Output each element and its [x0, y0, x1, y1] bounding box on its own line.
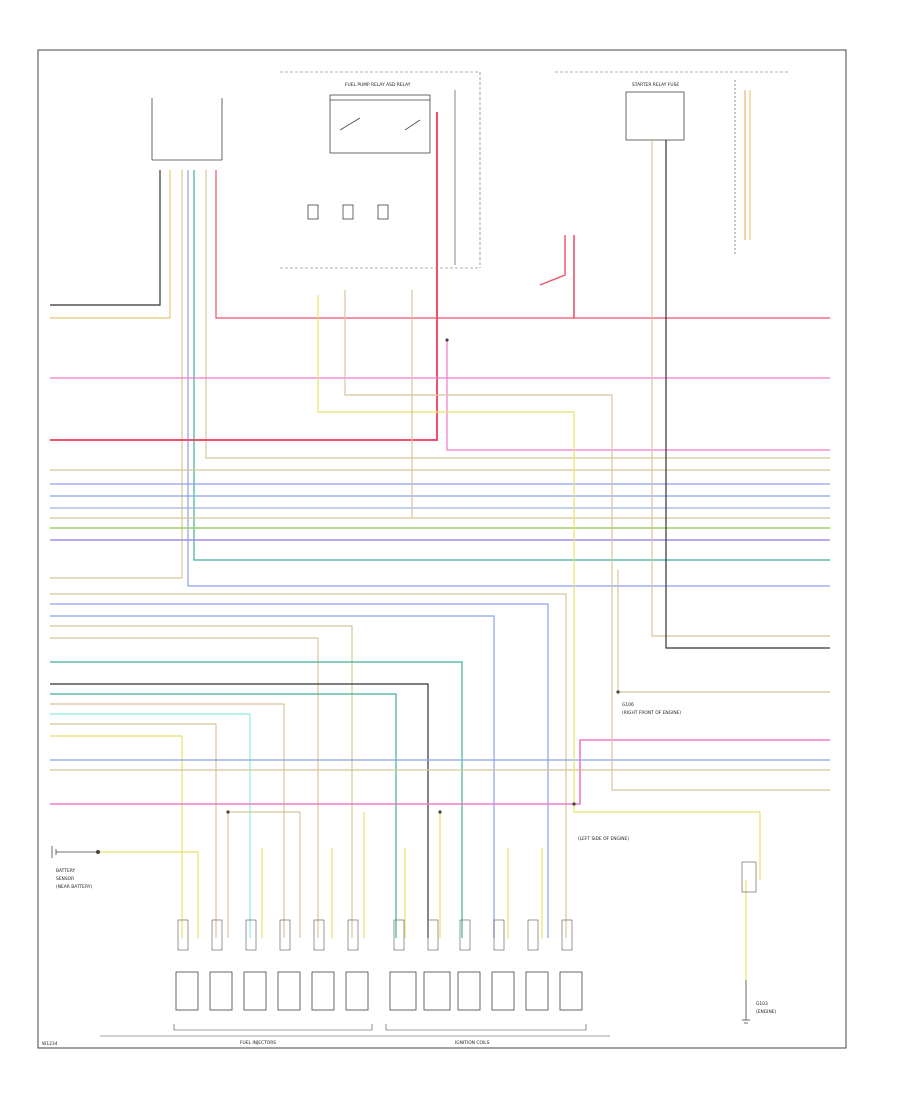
- connector-icon: [177, 861, 757, 951]
- fuel-injectors-caption: FUEL INJECTORS: [240, 1040, 276, 1046]
- relay-internals: [307, 90, 566, 286]
- ground-g106-label: G106: [622, 702, 634, 708]
- injector-icon: [243, 971, 267, 1011]
- diagram-frame: [37, 49, 847, 1049]
- ground-g103-label: G103: [756, 1001, 768, 1007]
- coil-icon: [525, 971, 549, 1011]
- battery-label: BATTERY: [56, 868, 76, 874]
- wire-runs: [50, 90, 830, 980]
- coil-icon: [457, 971, 481, 1011]
- coil-icon: [491, 971, 515, 1011]
- battery-location-label: (NEAR BATTERY): [56, 884, 92, 890]
- top-center-label: FUEL PUMP RELAY ASD RELAY: [345, 82, 411, 88]
- fuel-injectors: [175, 971, 369, 1011]
- ground-g103-location: (ENGINE): [756, 1009, 777, 1015]
- ground-icon: [742, 980, 750, 1024]
- battery-icon: [51, 846, 101, 858]
- battery-sensor-label: SENSOR: [56, 876, 74, 882]
- injector-icon: [345, 971, 369, 1011]
- injector-icon: [311, 971, 335, 1011]
- ignition-coils: [389, 971, 583, 1011]
- left-engine-note: (LEFT SIDE OF ENGINE): [578, 836, 629, 842]
- coil-icon: [423, 971, 451, 1011]
- ground-g106-location: (RIGHT FRONT OF ENGINE): [622, 710, 681, 716]
- group-brackets: [100, 1024, 610, 1037]
- injector-icon: [175, 971, 199, 1011]
- top-left-component: [151, 98, 223, 161]
- coil-icon: [559, 971, 583, 1011]
- relay-box-enclosure: [280, 71, 481, 269]
- splice-icon: [226, 338, 620, 814]
- coil-icon: [389, 971, 417, 1011]
- top-right-label: STARTER RELAY FUSE: [632, 82, 679, 88]
- ignition-coils-caption: IGNITION COILS: [455, 1040, 490, 1046]
- injector-icon: [277, 971, 301, 1011]
- footer-code: W1234: [42, 1041, 58, 1047]
- starter-relay-enclosure: [555, 71, 790, 255]
- injector-icon: [209, 971, 233, 1011]
